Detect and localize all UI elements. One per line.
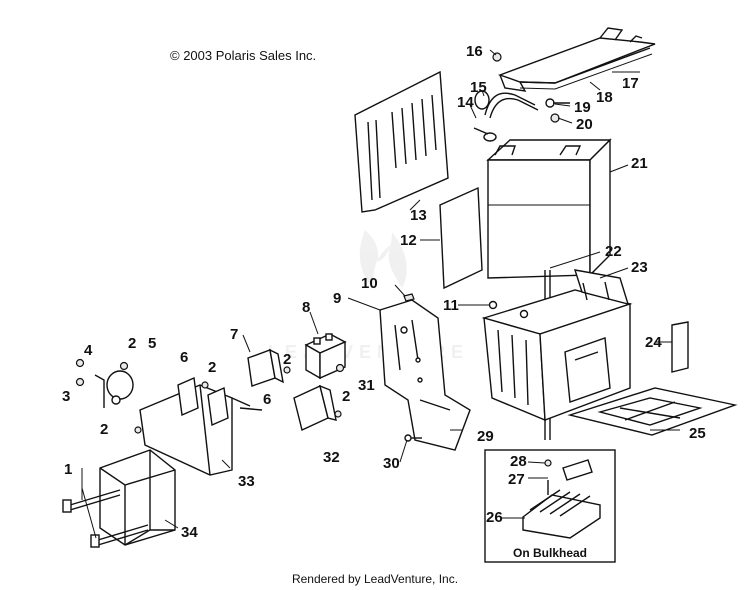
callout-16: 16 (466, 43, 483, 60)
battery-pad-12 (439, 186, 483, 290)
copyright-text: © 2003 Polaris Sales Inc. (170, 48, 317, 63)
callout-2: 2 (283, 351, 291, 368)
callout-2: 2 (128, 335, 136, 352)
callout-20: 20 (576, 116, 593, 133)
box-34 (99, 449, 176, 546)
bolt-19 (545, 98, 570, 123)
callout-22: 22 (605, 243, 622, 260)
battery-shield-13 (354, 70, 449, 213)
callout-10: 10 (361, 275, 378, 292)
screw-11 (488, 300, 529, 319)
bulkhead-inset (484, 449, 616, 563)
callout-14: 14 (457, 94, 474, 111)
battery-21 (486, 138, 612, 279)
callout-21: 21 (631, 155, 648, 172)
callout-2: 2 (100, 421, 108, 438)
callout-31: 31 (358, 377, 375, 394)
callout-15: 15 (470, 79, 487, 96)
callout-9: 9 (333, 290, 341, 307)
tray-plate-25 (567, 387, 738, 436)
module-32 (293, 384, 337, 431)
solenoid-5 (94, 361, 134, 408)
callout-1: 1 (64, 461, 72, 478)
callout-12: 12 (400, 232, 417, 249)
callout-11: 11 (443, 297, 459, 314)
callout-3: 3 (62, 388, 70, 405)
callout-25: 25 (689, 425, 706, 442)
callout-17: 17 (622, 75, 639, 92)
callout-13: 13 (410, 207, 427, 224)
callout-6: 6 (263, 391, 271, 408)
top-bracket (497, 27, 656, 92)
nut-2 (283, 366, 291, 374)
callout-27: 27 (508, 471, 525, 488)
nut-16 (492, 52, 502, 62)
foam-strip-24 (671, 321, 689, 373)
mounting-plate-29 (379, 299, 471, 451)
battery-cable (473, 90, 539, 142)
nut-3 (75, 377, 85, 387)
nut-2 (134, 426, 142, 434)
leader-lines (81, 49, 680, 539)
screw-30 (404, 434, 422, 442)
nut-2 (201, 381, 209, 389)
bolts-1 (62, 489, 149, 548)
nut-2 (334, 410, 342, 418)
callout-32: 32 (323, 449, 340, 466)
callout-30: 30 (383, 455, 400, 472)
callout-23: 23 (631, 259, 648, 276)
footer-credit: Rendered by LeadVenture, Inc. (291, 572, 459, 586)
clip-10 (403, 293, 415, 302)
callout-33: 33 (238, 473, 255, 490)
callout-29: 29 (477, 428, 494, 445)
module-7 (247, 348, 284, 387)
callout-26: 26 (486, 509, 503, 526)
inset-label: On Bulkhead (512, 546, 587, 560)
callout-2: 2 (342, 388, 350, 405)
callout-28: 28 (510, 453, 527, 470)
bracket-33 (139, 376, 263, 476)
battery-box (481, 269, 633, 422)
callout-24: 24 (645, 334, 662, 351)
callout-8: 8 (302, 299, 310, 316)
callout-34: 34 (181, 524, 198, 541)
callout-18: 18 (596, 89, 613, 106)
callout-7: 7 (230, 326, 238, 343)
callout-6: 6 (180, 349, 188, 366)
nut-31 (335, 363, 345, 373)
callout-2: 2 (208, 359, 216, 376)
callout-numbers: 16 17 18 15 14 19 20 21 13 12 22 23 10 1… (62, 43, 706, 541)
callout-4: 4 (84, 342, 93, 359)
callout-19: 19 (574, 99, 591, 116)
callout-5: 5 (148, 335, 156, 352)
nut-4 (75, 358, 85, 368)
